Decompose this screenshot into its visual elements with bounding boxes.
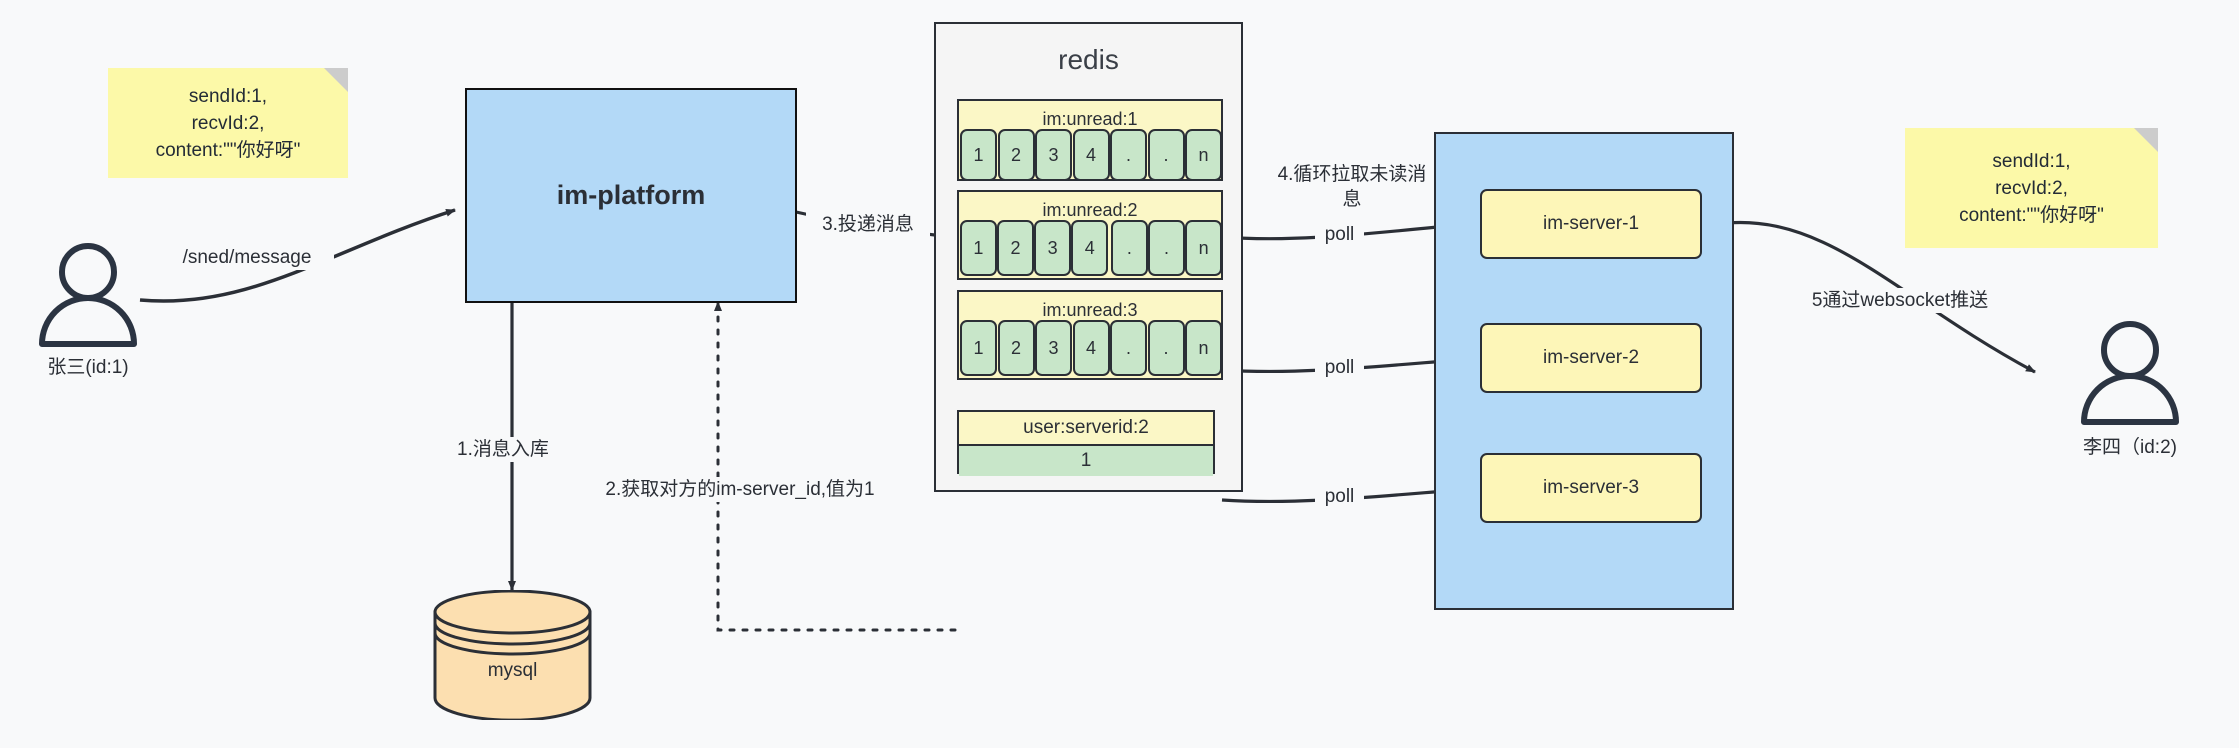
edge-label-step2: 2.获取对方的im-server_id,值为1 <box>578 477 902 502</box>
im-server-1-box[interactable]: im-server-1 <box>1480 189 1702 259</box>
redis-queue-1[interactable]: im:unread:2 1 2 3 4 . . n <box>957 190 1223 280</box>
queue-cell: n <box>1185 129 1222 181</box>
queue-cell: 2 <box>997 129 1035 181</box>
edge-label-step3: 3.投递消息 <box>806 212 930 237</box>
redis-queue-1-key: im:unread:2 <box>1042 200 1138 220</box>
queue-cell: 4 <box>1072 320 1110 376</box>
queue-cell: . <box>1147 129 1185 181</box>
actor-sender-label: 张三(id:1) <box>47 357 129 378</box>
queue-cell: 2 <box>997 320 1035 376</box>
mysql-database[interactable] <box>430 589 595 722</box>
edge-label-step1: 1.消息入库 <box>455 437 609 462</box>
redis-kv-key: user:serverid:2 <box>1023 417 1149 438</box>
redis-title: redis <box>1058 44 1119 75</box>
edge-label-step4: 4.循环拉取未读消 息 <box>1255 162 1449 212</box>
database-cylinder-icon <box>433 589 592 722</box>
im-server-3-label: im-server-3 <box>1542 477 1640 498</box>
redis-queue-2-key: im:unread:3 <box>1042 300 1138 320</box>
queue-cell: 1 <box>960 129 997 181</box>
im-platform-label: im-platform <box>556 180 706 210</box>
user-icon <box>39 243 137 347</box>
queue-cell: . <box>1148 220 1185 276</box>
note-fold-icon <box>324 68 348 92</box>
edge-label-send-message: /sned/message <box>160 245 334 270</box>
redis-kv-value: 1 <box>959 444 1213 476</box>
mysql-label: mysql <box>487 660 538 681</box>
queue-cell: 4 <box>1071 220 1109 276</box>
queue-cell: 2 <box>997 220 1034 276</box>
queue-cell: n <box>1185 320 1222 376</box>
queue-cell: 1 <box>960 320 997 376</box>
user-icon <box>2081 321 2179 425</box>
im-platform-box[interactable]: im-platform <box>465 88 797 303</box>
im-server-2-box[interactable]: im-server-2 <box>1480 323 1702 393</box>
queue-cell: 4 <box>1072 129 1110 181</box>
note-left-message-payload: sendId:1, recvId:2, content:""你好呀" <box>108 68 348 178</box>
edge-label-step5: 5通过websocket推送 <box>1788 288 2012 313</box>
queue-cell: 1 <box>960 220 997 276</box>
queue-cell: 3 <box>1034 220 1071 276</box>
im-server-2-label: im-server-2 <box>1542 347 1640 368</box>
actor-receiver-label: 李四（id:2) <box>2083 437 2177 458</box>
queue-cell: . <box>1147 320 1185 376</box>
note-fold-icon <box>2134 128 2158 152</box>
im-server-1-label: im-server-1 <box>1542 213 1640 234</box>
edge-label-poll-1: poll <box>1315 222 1364 247</box>
edge-label-poll-2: poll <box>1315 355 1364 380</box>
queue-cell: n <box>1185 220 1222 276</box>
actor-receiver[interactable] <box>2070 318 2190 428</box>
queue-cell: 3 <box>1035 320 1072 376</box>
redis-queue-0[interactable]: im:unread:1 1 2 3 4 . . n <box>957 99 1223 181</box>
redis-queue-0-key: im:unread:1 <box>1042 109 1138 129</box>
note-right-text: sendId:1, recvId:2, content:""你好呀" <box>1959 150 2104 226</box>
actor-sender[interactable] <box>28 240 148 350</box>
queue-cell: . <box>1111 220 1148 276</box>
note-left-text: sendId:1, recvId:2, content:""你好呀" <box>155 85 301 161</box>
queue-cell: 3 <box>1035 129 1072 181</box>
im-server-3-box[interactable]: im-server-3 <box>1480 453 1702 523</box>
redis-queue-2[interactable]: im:unread:3 1 2 3 4 . . n <box>957 290 1223 380</box>
redis-kv-user-serverid[interactable]: user:serverid:2 1 <box>957 410 1215 476</box>
note-right-message-payload: sendId:1, recvId:2, content:""你好呀" <box>1905 128 2158 248</box>
queue-cell: . <box>1110 320 1147 376</box>
edge-label-poll-3: poll <box>1315 484 1364 509</box>
queue-cell: . <box>1110 129 1147 181</box>
